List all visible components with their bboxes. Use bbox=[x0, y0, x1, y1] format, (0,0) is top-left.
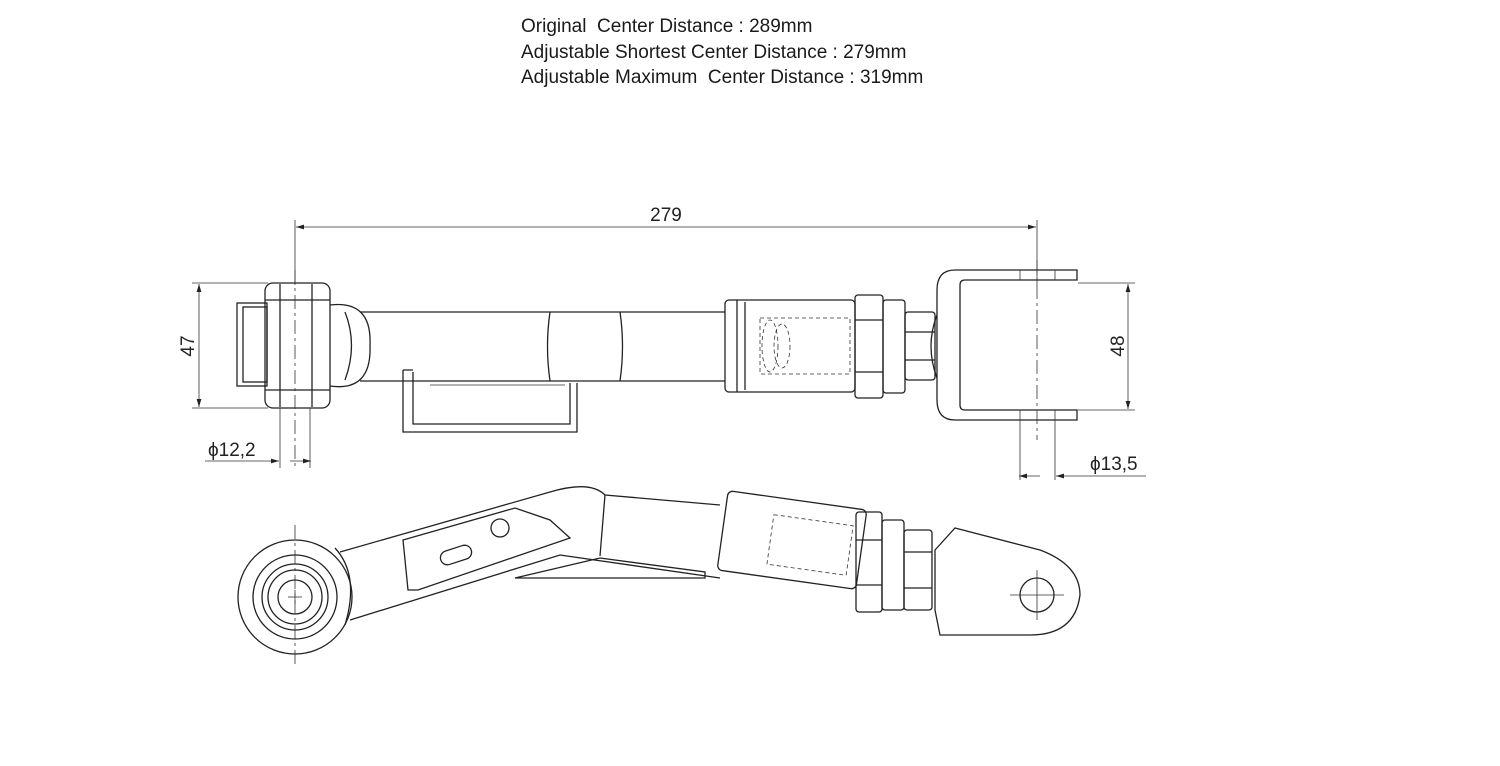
side-adjuster bbox=[717, 490, 933, 613]
left-diameter-dimension: ϕ12,2 bbox=[205, 408, 311, 468]
right-diameter-dimension: ϕ13,5 bbox=[1019, 454, 1146, 479]
right-rod-end bbox=[934, 527, 1081, 636]
left-height-dimension: 47 bbox=[178, 282, 268, 409]
shortest-center-distance: Adjustable Shortest Center Distance : 27… bbox=[521, 41, 907, 63]
top-view: 279 47 bbox=[178, 205, 1146, 480]
left-eye bbox=[237, 525, 353, 665]
right-diameter-label: ϕ13,5 bbox=[1090, 454, 1138, 475]
threaded-adjuster bbox=[724, 294, 936, 399]
side-view bbox=[237, 486, 1081, 665]
length-label: 279 bbox=[650, 205, 682, 226]
length-dimension: 279 bbox=[294, 205, 1038, 285]
left-diameter-label: ϕ12,2 bbox=[208, 440, 256, 461]
maximum-center-distance: Adjustable Maximum Center Distance : 319… bbox=[521, 67, 924, 88]
arm-body bbox=[339, 486, 721, 621]
specifications-text: Original Center Distance : 289mm Adjusta… bbox=[521, 14, 923, 91]
original-center-distance: Original Center Distance : 289mm bbox=[521, 16, 813, 37]
arm-tube bbox=[360, 311, 725, 433]
right-height-label: 48 bbox=[1108, 335, 1129, 356]
left-height-label: 47 bbox=[178, 335, 199, 356]
right-height-dimension: 48 bbox=[1078, 282, 1135, 411]
right-clevis bbox=[930, 260, 1078, 480]
left-bushing bbox=[236, 270, 371, 470]
